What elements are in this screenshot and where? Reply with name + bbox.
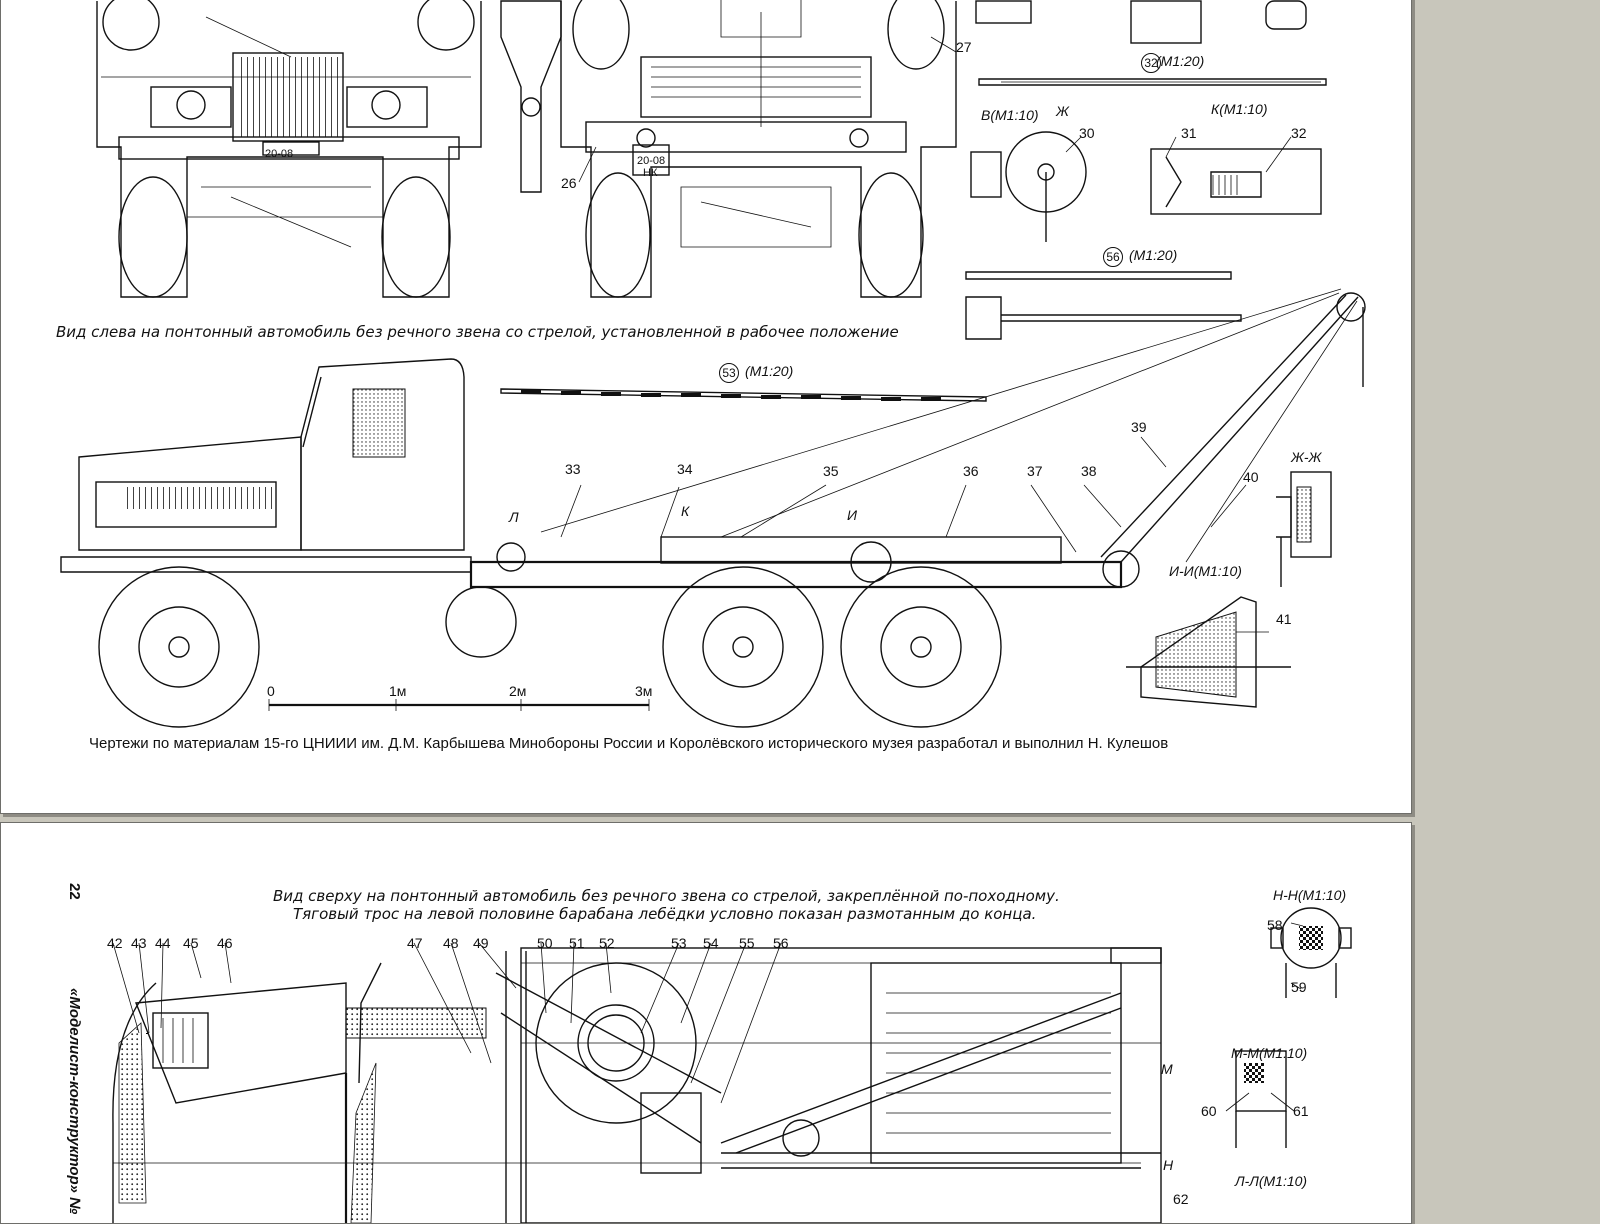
callout-34: 34 bbox=[677, 461, 693, 477]
callout-58: 58 bbox=[1267, 917, 1283, 933]
section-k-label: К(М1:10) bbox=[1211, 101, 1268, 117]
drawing-sheet-bottom: 22 «Моделист-конструктор» № Вид сверху н… bbox=[0, 822, 1412, 1224]
section-v-label: В(М1:10) bbox=[981, 107, 1039, 123]
scale-0: 0 bbox=[267, 683, 275, 699]
mark-i: И bbox=[847, 507, 858, 523]
rear-view bbox=[560, 0, 957, 298]
callout-43: 43 bbox=[131, 935, 147, 951]
drawing-sheet-top: Вид слева на понтонный автомобиль без ре… bbox=[0, 0, 1412, 814]
plate-front: 20-08 bbox=[265, 148, 294, 160]
truck-drawings-bottom bbox=[112, 907, 1352, 1223]
callout-61: 61 bbox=[1293, 1103, 1309, 1119]
callout-49: 49 bbox=[473, 935, 489, 951]
caption-top-view-line2: Тяговый трос на левой половине барабана … bbox=[293, 905, 1037, 923]
callout-52: 52 bbox=[599, 935, 615, 951]
caption-top-view-line1: Вид сверху на понтонный автомобиль без р… bbox=[273, 887, 1060, 905]
callout-60: 60 bbox=[1201, 1103, 1217, 1119]
callout-31: 31 bbox=[1181, 125, 1197, 141]
sections-right bbox=[1126, 471, 1332, 708]
callout-33: 33 bbox=[565, 461, 581, 477]
side-view-truck bbox=[60, 288, 1366, 728]
callout-35: 35 bbox=[823, 463, 839, 479]
truck-drawings-top bbox=[60, 0, 1366, 728]
detail-32-scale: (М1:20) bbox=[1156, 53, 1205, 69]
section-mm-label: М-М(М1:10) bbox=[1231, 1045, 1308, 1061]
callout-40: 40 bbox=[1243, 469, 1259, 485]
callout-42: 42 bbox=[107, 935, 123, 951]
caption-left-view: Вид слева на понтонный автомобиль без ре… bbox=[56, 323, 899, 341]
circled-56: 56 bbox=[1103, 247, 1123, 267]
callout-44: 44 bbox=[155, 935, 171, 951]
plate-rear-line1: 20-08 bbox=[637, 155, 666, 167]
circled-53: 53 bbox=[719, 363, 739, 383]
callout-55: 55 bbox=[739, 935, 755, 951]
leader-lines bbox=[560, 36, 1292, 633]
section-zhzh-label: Ж-Ж bbox=[1291, 449, 1322, 465]
page-number: 22 bbox=[66, 883, 83, 900]
callout-30: 30 bbox=[1079, 125, 1095, 141]
plate-rear-line2: НК bbox=[643, 167, 658, 179]
top-view-truck bbox=[112, 947, 1162, 1223]
circled-32: 32 bbox=[1141, 53, 1161, 73]
callout-37: 37 bbox=[1027, 463, 1043, 479]
callout-56: 56 bbox=[773, 935, 789, 951]
callout-47: 47 bbox=[407, 935, 423, 951]
callout-36: 36 bbox=[963, 463, 979, 479]
callout-53: 53 bbox=[671, 935, 687, 951]
callout-59: 59 bbox=[1291, 979, 1307, 995]
callout-54: 54 bbox=[703, 935, 719, 951]
details-upper-right bbox=[965, 0, 1327, 340]
leader-lines-bottom bbox=[112, 922, 1304, 1112]
scale-1m: 1м bbox=[389, 683, 407, 699]
callout-32: 32 bbox=[1291, 125, 1307, 141]
section-nn-label: Н-Н(М1:10) bbox=[1273, 887, 1347, 903]
callout-26: 26 bbox=[561, 175, 577, 191]
callout-50: 50 bbox=[537, 935, 553, 951]
section-ii-label: И-И(М1:10) bbox=[1169, 563, 1242, 579]
callout-38: 38 bbox=[1081, 463, 1097, 479]
callout-46: 46 bbox=[217, 935, 233, 951]
detail-53-scale: (М1:20) bbox=[745, 363, 794, 379]
detail-56-scale: (М1:20) bbox=[1129, 247, 1178, 263]
callout-39: 39 bbox=[1131, 419, 1147, 435]
center-detail bbox=[500, 0, 562, 193]
section-ll-label: Л-Л(М1:10) bbox=[1235, 1173, 1308, 1189]
credit-line: Чертежи по материалам 15-го ЦНИИИ им. Д.… bbox=[89, 735, 1169, 752]
callout-48: 48 bbox=[443, 935, 459, 951]
front-view bbox=[96, 0, 482, 298]
sections-bottom-right bbox=[1235, 907, 1352, 1148]
callout-45: 45 bbox=[183, 935, 199, 951]
mark-l: Л bbox=[509, 509, 519, 525]
journal-name: «Моделист-конструктор» № bbox=[66, 988, 83, 1215]
mark-n: Н bbox=[1163, 1157, 1174, 1173]
callout-27: 27 bbox=[956, 39, 972, 55]
mark-m: М bbox=[1161, 1061, 1173, 1077]
section-zh-mark: Ж bbox=[1056, 103, 1069, 119]
mark-k: К bbox=[681, 503, 690, 519]
scale-2m: 2м bbox=[509, 683, 527, 699]
callout-41: 41 bbox=[1276, 611, 1292, 627]
scale-3m: 3м bbox=[635, 683, 653, 699]
callout-62: 62 bbox=[1173, 1191, 1189, 1207]
callout-51: 51 bbox=[569, 935, 585, 951]
